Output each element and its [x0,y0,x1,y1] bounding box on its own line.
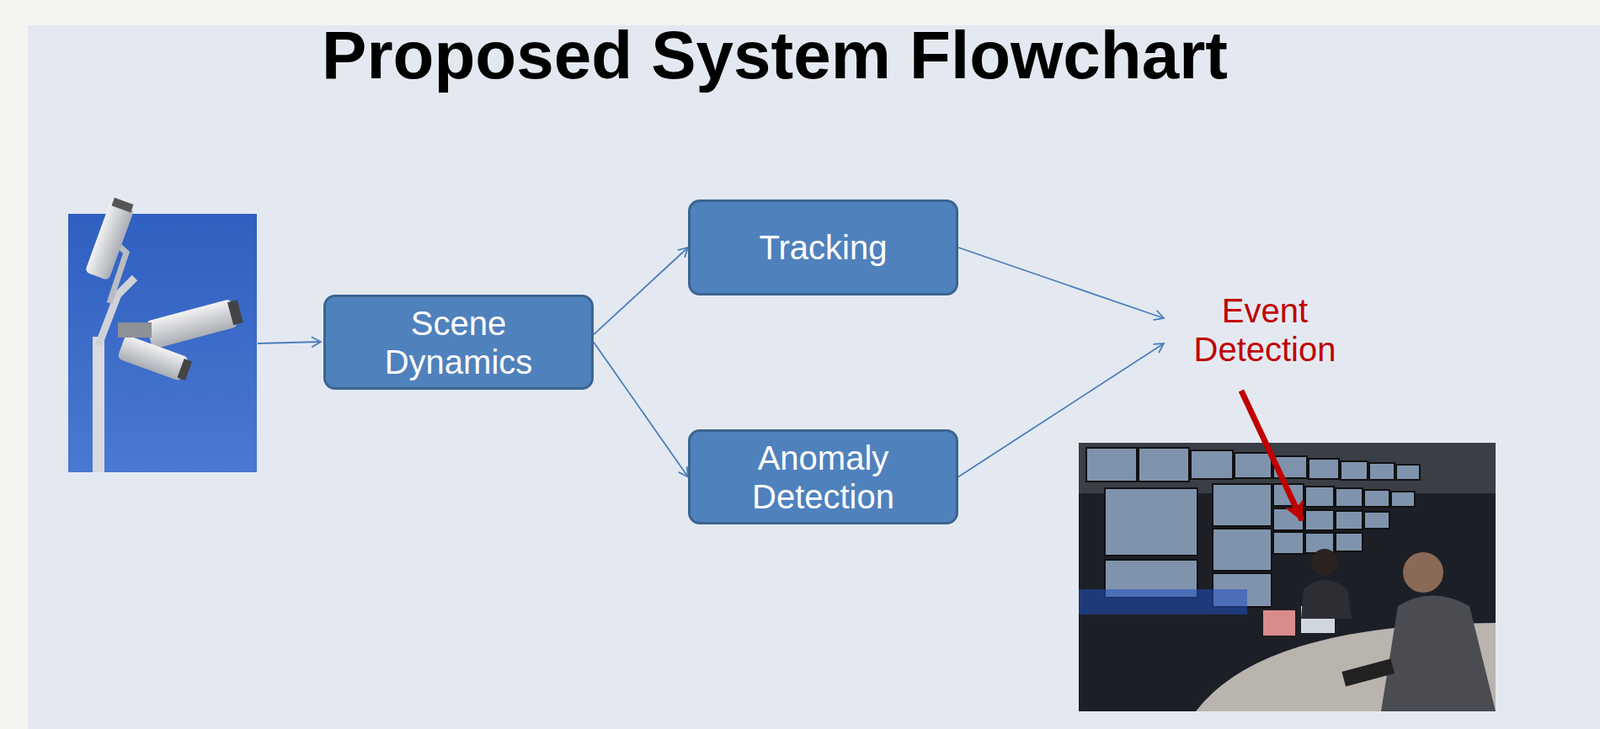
flow-arrow [958,247,1164,319]
slide-title: Proposed System Flowchart [0,18,1550,93]
camera-photo [68,197,257,473]
node-text: Tracking [759,228,888,267]
node-text: Scene Dynamics [362,304,556,382]
process-box: Scene Dynamics [323,294,594,390]
pointer-arrow [1241,390,1302,521]
flow-arrow [593,247,688,335]
process-box: Anomaly Detection [688,429,959,525]
process-box: Tracking [688,199,959,296]
node-text: Event Detection [1172,291,1358,369]
flow-arrow [958,343,1164,478]
node-text: Anomaly Detection [722,438,925,517]
event-label: Event Detection [1163,288,1366,373]
flow-arrow [593,342,688,478]
input-arrow [257,341,321,344]
